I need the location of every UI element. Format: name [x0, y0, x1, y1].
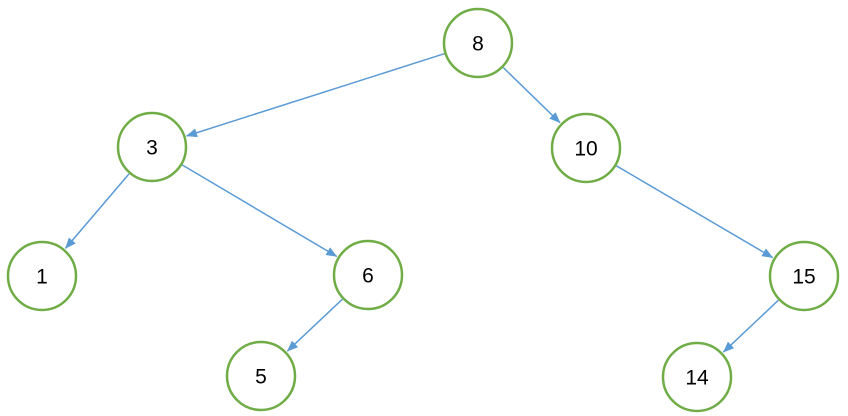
tree-node-6: 6 [332, 239, 404, 311]
node-circle-14 [661, 341, 733, 413]
tree-edge-15-to-14 [722, 299, 779, 353]
node-label-15: 15 [792, 266, 815, 289]
tree-node-15: 15 [768, 240, 840, 312]
tree-node-3: 3 [116, 111, 188, 183]
node-circle-1 [6, 240, 78, 312]
tree-edge-10-to-15 [616, 165, 774, 259]
node-circle-10 [550, 112, 622, 184]
tree-node-1: 1 [6, 240, 78, 312]
node-label-3: 3 [146, 137, 158, 160]
tree-node-8: 8 [442, 7, 514, 79]
tree-edge-8-to-3 [186, 52, 445, 138]
node-label-8: 8 [472, 33, 484, 56]
node-circle-6 [332, 239, 404, 311]
node-label-14: 14 [685, 367, 709, 390]
node-circle-3 [116, 111, 188, 183]
nodes-layer: 8 3 10 1 6 15 5 14 [6, 7, 840, 413]
node-circle-5 [225, 340, 297, 412]
tree-node-10: 10 [550, 112, 622, 184]
tree-edge-8-to-10 [502, 67, 561, 124]
node-label-5: 5 [255, 366, 267, 389]
tree-node-5: 5 [225, 340, 297, 412]
node-label-10: 10 [574, 138, 597, 161]
node-label-6: 6 [362, 265, 374, 288]
edges-layer [64, 52, 779, 353]
node-circle-8 [442, 7, 514, 79]
node-label-1: 1 [36, 266, 48, 289]
tree-edge-3-to-1 [64, 173, 130, 249]
tree-edge-6-to-5 [286, 298, 343, 352]
node-circle-15 [768, 240, 840, 312]
tree-edge-3-to-6 [181, 164, 338, 258]
tree-node-14: 14 [661, 341, 733, 413]
